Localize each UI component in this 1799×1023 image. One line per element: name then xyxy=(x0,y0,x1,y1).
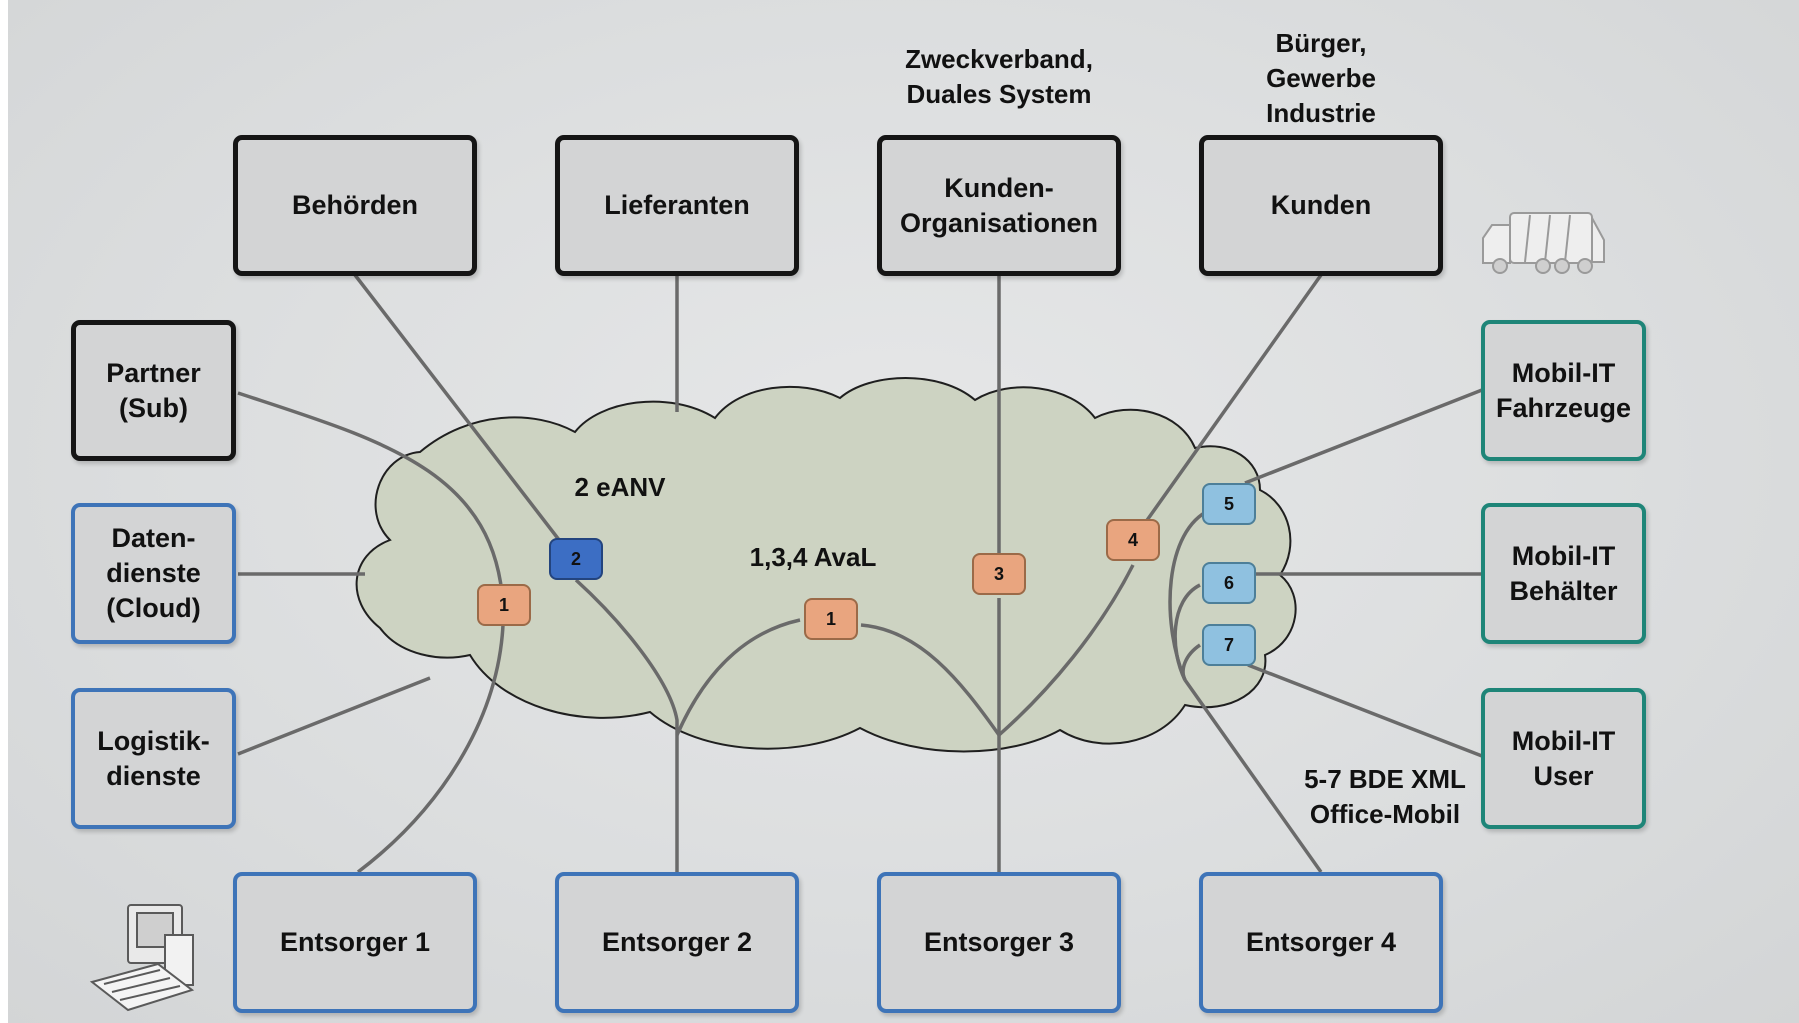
line-kunden-4 xyxy=(1131,273,1323,542)
line-4-hub xyxy=(997,564,1135,737)
cloud-shape xyxy=(355,377,1297,753)
left-border xyxy=(0,0,8,1023)
line-7-user xyxy=(1247,663,1483,758)
box-behoerden[interactable]: Behörden xyxy=(233,135,477,276)
label-aval: 1,3,4 AvaL xyxy=(749,542,877,572)
box-kunden-organisationen[interactable]: Kunden-Organisationen xyxy=(877,135,1121,276)
line-arc-1-left xyxy=(675,618,801,736)
line-hub-entsorger4 xyxy=(1183,678,1323,874)
badge-2[interactable]: 2 xyxy=(549,538,603,580)
box-lieferanten[interactable]: Lieferanten xyxy=(555,135,799,276)
line-entsorger1-1 xyxy=(356,624,505,874)
box-partner[interactable]: Partner(Sub) xyxy=(71,320,236,461)
line-behoerden-2 xyxy=(353,273,575,560)
label-zweckverband: Zweckverband,Duales System xyxy=(905,44,1093,109)
badge-3[interactable]: 3 xyxy=(972,553,1026,595)
line-5-fahrzeuge xyxy=(1244,388,1483,485)
badge-6[interactable]: 6 xyxy=(1202,562,1256,604)
badge-4[interactable]: 4 xyxy=(1106,519,1160,561)
line-6-hub xyxy=(1173,583,1201,681)
badge-1-left[interactable]: 1 xyxy=(477,584,531,626)
box-kunden[interactable]: Kunden xyxy=(1199,135,1443,276)
line-2-entsorger2 xyxy=(574,578,679,872)
badge-7[interactable]: 7 xyxy=(1202,624,1256,666)
garbage-truck-icon xyxy=(1482,212,1605,274)
box-entsorger-3[interactable]: Entsorger 3 xyxy=(877,872,1121,1013)
box-entsorger-1[interactable]: Entsorger 1 xyxy=(233,872,477,1013)
box-entsorger-4[interactable]: Entsorger 4 xyxy=(1199,872,1443,1013)
line-arc-1-right xyxy=(860,623,1001,737)
label-eanv: 2 eANV xyxy=(574,472,666,502)
line-7-hub xyxy=(1181,643,1202,681)
box-logistikdienste[interactable]: Logistik-dienste xyxy=(71,688,236,829)
line-partner-1 xyxy=(237,391,505,606)
computer-icon xyxy=(89,904,195,1012)
badge-1-mid[interactable]: 1 xyxy=(804,598,858,640)
badge-5[interactable]: 5 xyxy=(1202,483,1256,525)
line-logistik xyxy=(237,676,431,756)
box-datendienste[interactable]: Daten-dienste(Cloud) xyxy=(71,503,236,644)
box-entsorger-2[interactable]: Entsorger 2 xyxy=(555,872,799,1013)
